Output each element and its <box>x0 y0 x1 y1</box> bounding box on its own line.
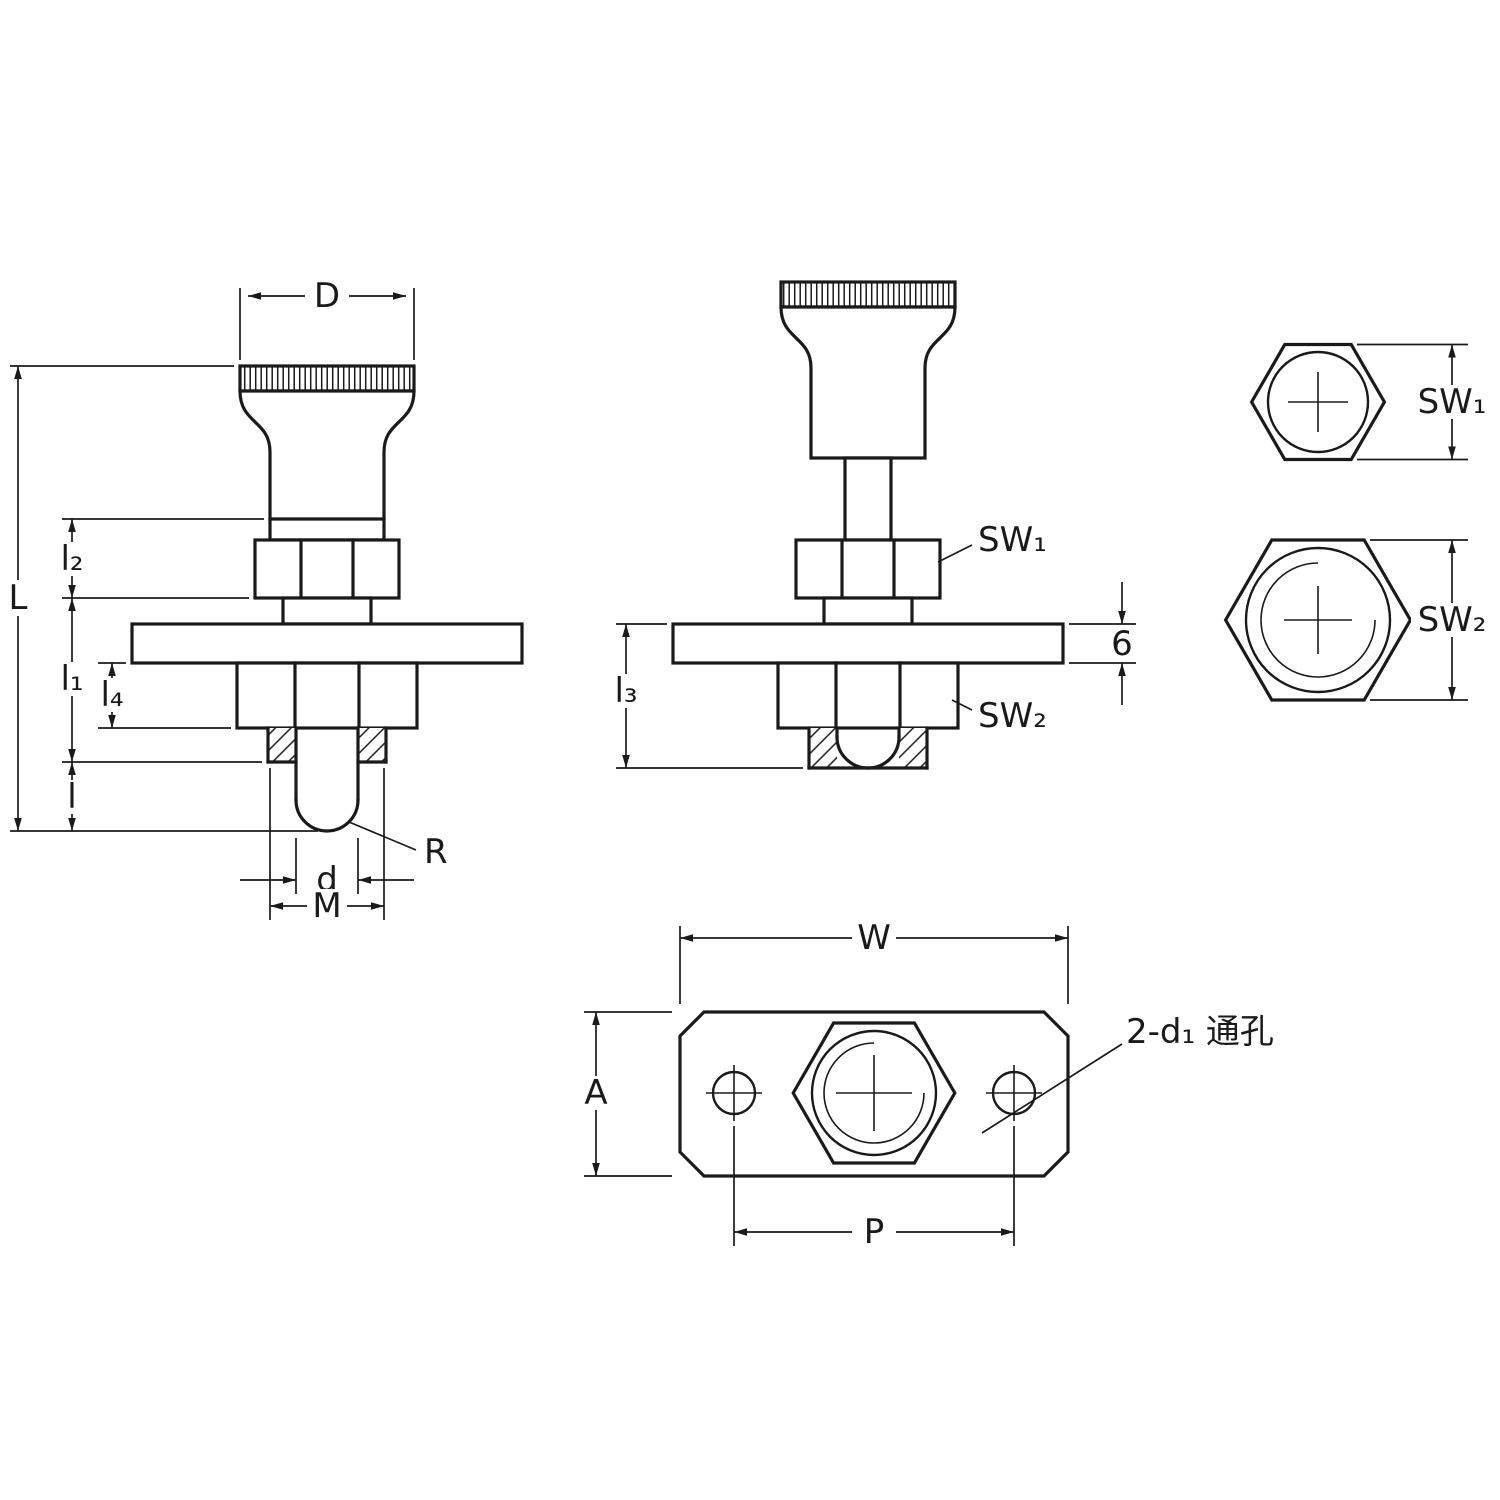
dim-label-SW2: SW₂ <box>1418 600 1487 640</box>
dim-label-W: W <box>857 918 891 958</box>
center-hex-nut-top <box>791 1021 957 1165</box>
dim-label-l2: l₂ <box>60 539 83 579</box>
plunger-pin-extended <box>294 726 360 833</box>
dim-label-A: A <box>584 1073 607 1113</box>
section-hatch <box>268 728 296 762</box>
plunger-pin-retracted <box>835 726 901 770</box>
dim-label-l1: l₁ <box>60 659 83 699</box>
dimension-l3: l₃ <box>606 623 803 769</box>
dimension-M: M <box>269 768 385 926</box>
dimension-L: L <box>2 365 318 832</box>
dimension-A: A <box>576 1011 672 1177</box>
dim-label-l4: l₄ <box>100 675 123 715</box>
dimension-P: P <box>733 1126 1015 1252</box>
section-hatch <box>809 728 837 768</box>
hex-nut-sw1-side <box>253 538 401 600</box>
threaded-bushing <box>266 726 388 764</box>
dimension-plate-thickness: 6 <box>1069 582 1136 705</box>
middle-view-plunger-pulled: SW₁ SW₂ l₃ 6 <box>606 280 1136 770</box>
dimension-SW2: SW₂ <box>1370 539 1493 701</box>
thread-arc <box>1260 562 1376 678</box>
dimension-l4: l₄ <box>92 662 231 729</box>
label-through-holes: 2-d₁ 通孔 <box>1126 1012 1274 1052</box>
section-hatch <box>899 728 927 768</box>
plunger-stem <box>843 456 893 542</box>
hex-nut-sw1-top: SW₁ <box>1249 342 1493 462</box>
thread-arc <box>823 1042 925 1144</box>
left-view-plunger-extended: D L l₂ l₁ l₄ <box>2 276 524 926</box>
nut-chamfer-circle <box>810 1029 938 1157</box>
hex-nut-sw2-side <box>776 661 960 730</box>
callout-SW2: SW₂ <box>951 696 1047 736</box>
section-hatch <box>358 728 386 762</box>
radius-callout-R: R <box>348 821 448 872</box>
dim-label-L: L <box>9 578 28 618</box>
dim-label-thickness: 6 <box>1111 624 1133 664</box>
knurled-knob-cap <box>779 280 957 309</box>
flange-plate-side <box>671 622 1065 665</box>
callout-through-holes: 2-d₁ 通孔 <box>981 1012 1274 1134</box>
knob-body <box>779 305 957 460</box>
dimension-W: W <box>679 918 1069 1004</box>
hex-nut-sw2-side <box>235 661 419 730</box>
nut-chamfer-circle <box>1244 546 1392 694</box>
dim-label-D: D <box>314 276 340 316</box>
dim-label-P: P <box>864 1212 885 1252</box>
knurled-knob-cap <box>238 364 416 393</box>
through-hole-left <box>706 1065 762 1121</box>
dim-label-l: l <box>67 777 76 817</box>
label-SW1: SW₁ <box>978 520 1047 560</box>
dimension-D: D <box>239 276 415 360</box>
collar <box>822 596 914 626</box>
dim-label-SW1: SW₁ <box>1418 382 1487 422</box>
dim-label-M: M <box>312 886 341 926</box>
collar <box>281 596 373 626</box>
label-SW2: SW₂ <box>978 696 1047 736</box>
dimension-l1: l₁ <box>52 598 262 763</box>
dim-label-l3: l₃ <box>614 671 637 711</box>
hex-nut-top-views: SW₁ SW₂ <box>1223 342 1493 702</box>
dimension-SW1: SW₁ <box>1357 343 1493 461</box>
hex-nut-sw2-top: SW₂ <box>1223 538 1493 702</box>
nut-chamfer-circle <box>1266 350 1370 454</box>
plate-top-view: W A P 2-d₁ 通孔 <box>576 918 1274 1252</box>
dimension-l: l <box>58 762 86 831</box>
hex-nut-sw1-side <box>794 538 942 600</box>
callout-SW1: SW₁ <box>937 520 1047 563</box>
dimension-l2: l₂ <box>52 518 264 599</box>
dim-label-R: R <box>424 832 448 872</box>
flange-plate-side <box>130 622 524 665</box>
